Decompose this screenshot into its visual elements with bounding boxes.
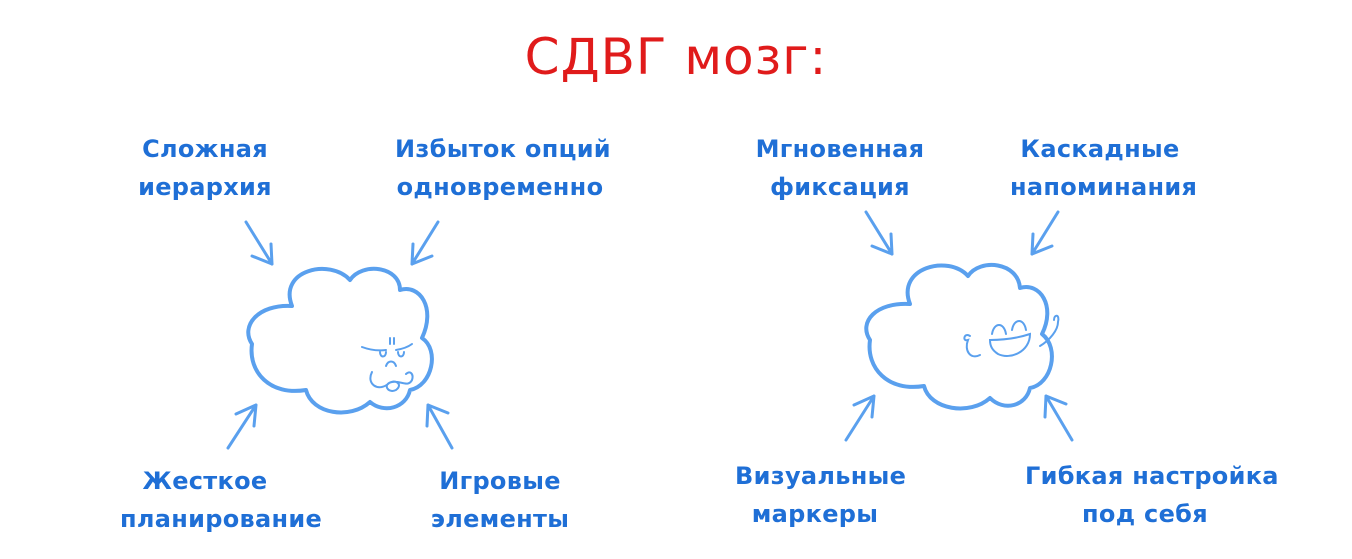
label-visual-markers: Визуальные маркеры bbox=[735, 462, 907, 528]
arrow-icon bbox=[844, 210, 1074, 442]
happy-cloud-icon bbox=[864, 262, 1054, 411]
label-cascade-reminders: Каскадные напоминания bbox=[1010, 135, 1198, 201]
label-too-many-options: Избыток опций одновременно bbox=[395, 135, 611, 201]
label-game-elements: Игровые элементы bbox=[430, 467, 570, 533]
label-flexible-customization: Гибкая настройка под себя bbox=[1025, 462, 1279, 528]
angry-cloud-icon bbox=[246, 266, 434, 415]
arrow-icon bbox=[226, 220, 454, 450]
page-title: СДВГ мозг: bbox=[524, 28, 828, 86]
happy-face-icon bbox=[963, 314, 1060, 358]
label-rigid-planning: Жесткое планирование bbox=[120, 467, 323, 533]
angry-face-icon bbox=[361, 337, 414, 392]
label-instant-capture: Мгновенная фиксация bbox=[755, 135, 925, 201]
label-complex-hierarchy: Сложная иерархия bbox=[138, 135, 272, 201]
